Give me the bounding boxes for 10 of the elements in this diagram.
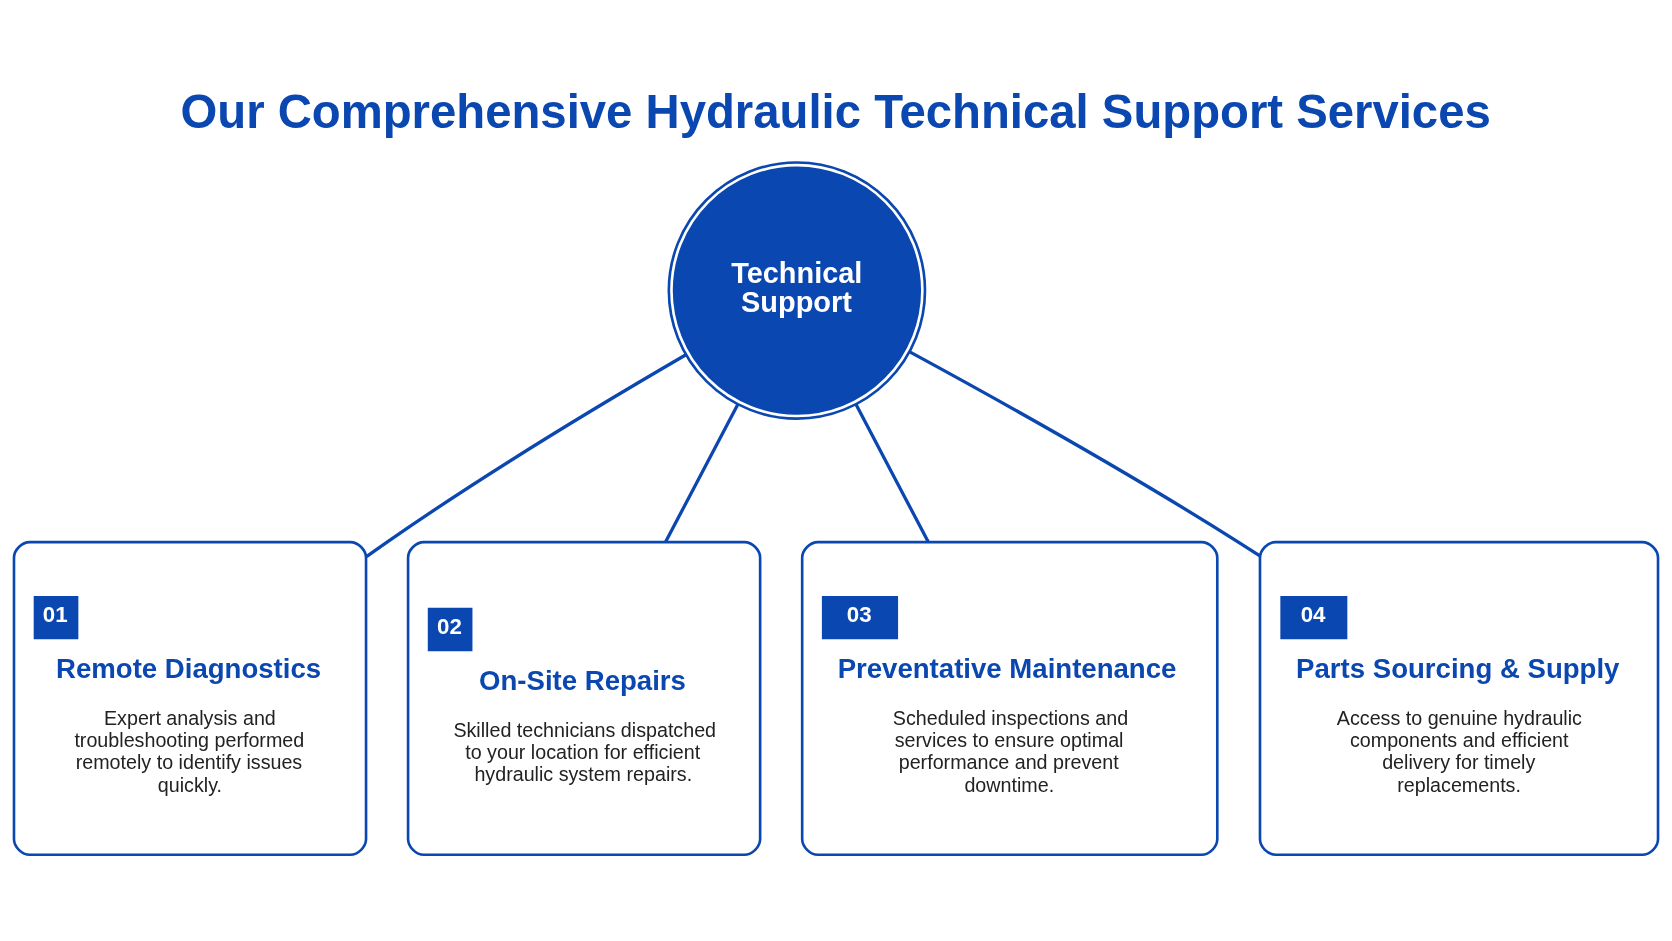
node-box: 03 Preventative Maintenance Scheduled inspections and services to ensure optimal performance and prevent downtime. (800, 540, 1219, 857)
connector (854, 403, 930, 543)
diagram-title: Our Comprehensive Hydraulic Technical Support Services (180, 85, 1491, 139)
connector (664, 403, 740, 543)
node-box: 04 Parts Sourcing & Supply Access to genuine hydraulic components and efficient delivery for timely replacements. (1258, 540, 1660, 857)
connector (365, 353, 687, 558)
node-box: 02 On-Site Repairs Skilled technicians dispatched to your location for efficient hydraulic system repairs. (406, 540, 762, 857)
node-box: 01 Remote Diagnostics Expert analysis and troubleshooting performed remotely to identify issues quickly. (12, 540, 368, 857)
node-circle: Technical Support (667, 161, 927, 420)
connector (909, 350, 1261, 558)
